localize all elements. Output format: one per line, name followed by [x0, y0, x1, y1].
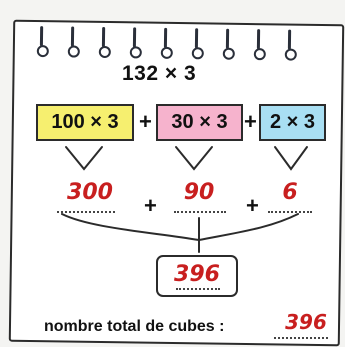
plus-sign: + — [139, 109, 152, 134]
total-answer-line — [176, 286, 220, 290]
total-box — [156, 255, 238, 297]
part-box-tens: 30 × 3 — [156, 104, 243, 141]
funnel-units — [274, 146, 308, 171]
plus-sign: + — [144, 193, 157, 218]
funnel-hundreds — [65, 146, 103, 171]
problem-title: 132 × 3 — [122, 62, 197, 85]
total-cubes-label: nombre total de cubes : — [44, 318, 225, 335]
part-box-hundreds: 100 × 3 — [36, 104, 134, 141]
answer-line-hundreds — [57, 209, 115, 213]
funnel-tens — [175, 146, 213, 171]
total-cubes-line — [274, 335, 328, 339]
part-box-units: 2 × 3 — [259, 104, 326, 141]
answer-tens: 90 — [183, 180, 215, 205]
answer-units: 6 — [282, 180, 298, 205]
answer-line-units — [268, 209, 312, 213]
merge-line-right — [198, 213, 299, 241]
answer-hundreds: 300 — [67, 180, 113, 205]
total-cubes-answer: 396 — [285, 310, 327, 334]
answer-line-tens — [174, 209, 226, 213]
merge-line-left — [61, 213, 200, 241]
plus-sign: + — [246, 193, 259, 218]
total-answer: 396 — [174, 262, 220, 287]
plus-sign: + — [244, 109, 257, 134]
